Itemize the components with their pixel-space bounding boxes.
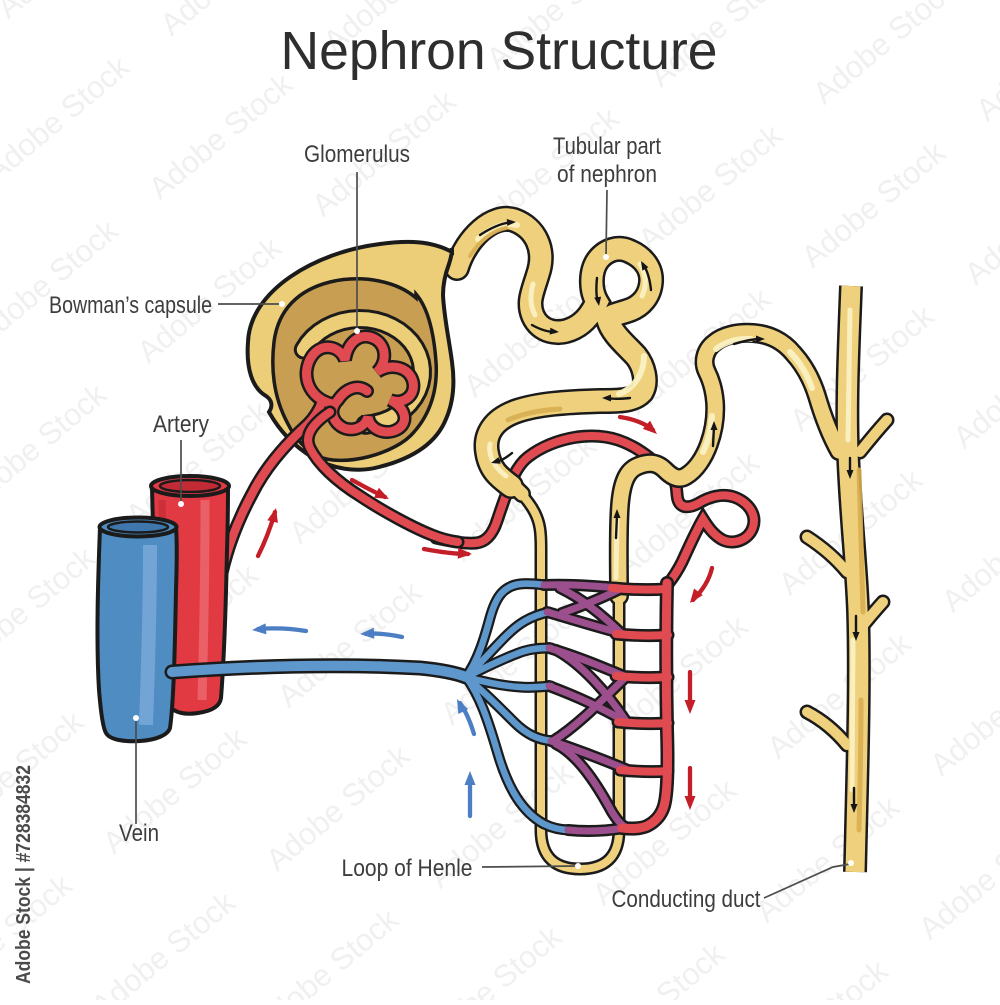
svg-text:Loop of Henle: Loop of Henle (342, 855, 473, 882)
svg-text:Bowman’s capsule: Bowman’s capsule (49, 292, 212, 319)
svg-text:Glomerulus: Glomerulus (304, 141, 410, 168)
svg-text:Vein: Vein (119, 820, 159, 847)
svg-text:Adobe Stock | #728384832: Adobe Stock | #728384832 (13, 765, 35, 984)
svg-text:Artery: Artery (153, 411, 209, 438)
svg-text:of nephron: of nephron (557, 161, 657, 188)
svg-text:Tubular part: Tubular part (553, 133, 661, 160)
svg-text:Conducting duct: Conducting duct (612, 886, 761, 913)
svg-text:Nephron Structure: Nephron Structure (281, 21, 718, 81)
